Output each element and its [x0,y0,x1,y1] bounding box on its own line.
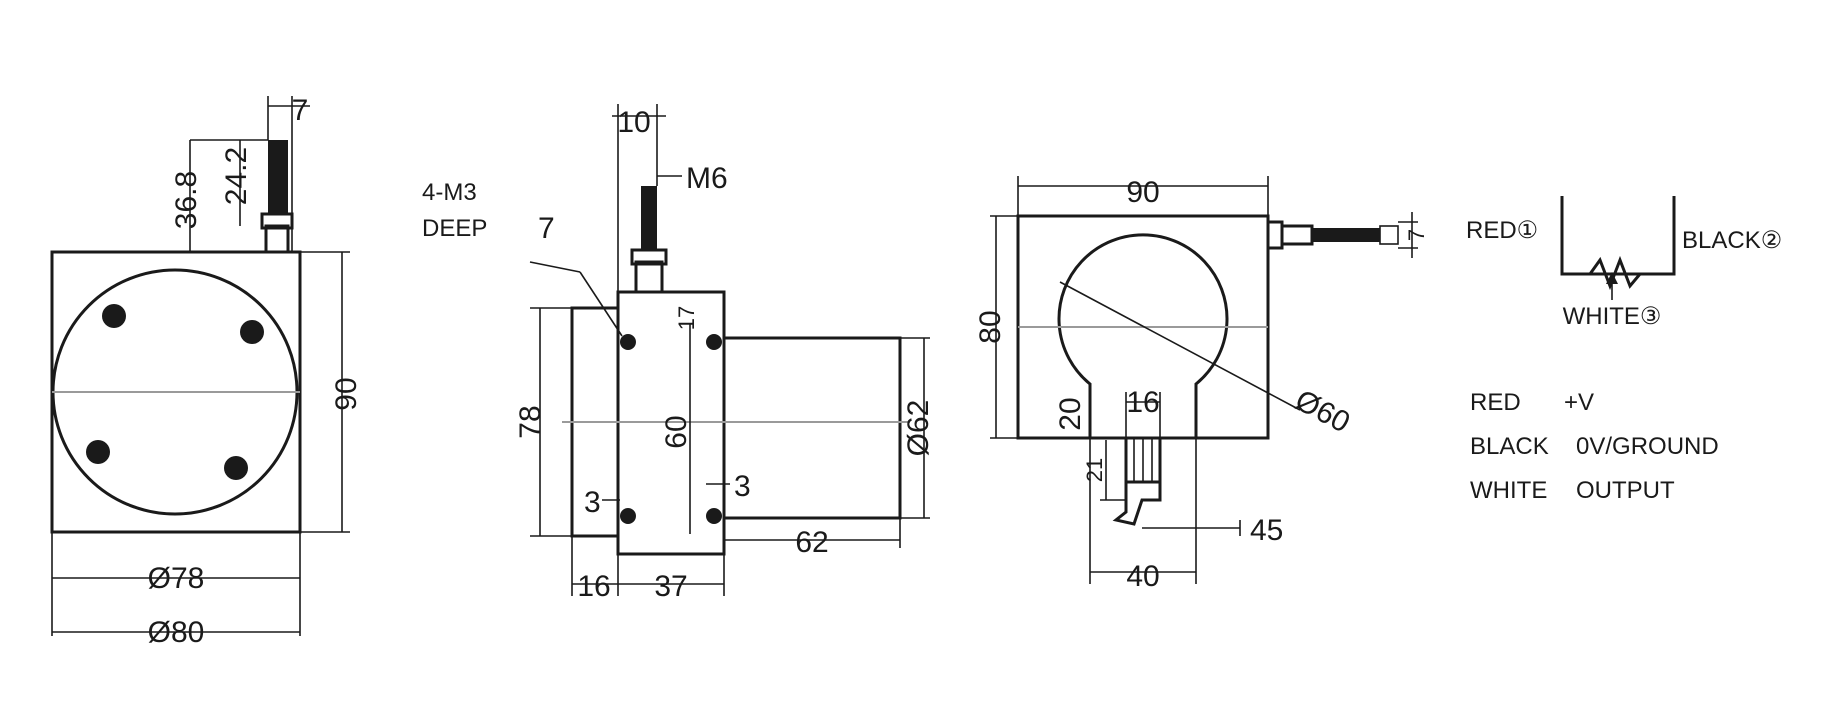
dim-rear-height: 80 [974,310,1007,343]
connector-cable [1112,482,1162,526]
side-drum [722,336,902,520]
side-rod-nut-lower [634,260,664,294]
rear-view: 90 80 7 Ø60 16 20 21 45 40 [974,176,1429,593]
m3-hole [620,508,636,524]
dim-hole-span: 60 [660,415,693,448]
rear-keyhole [1057,233,1229,440]
cable-gland [1266,220,1284,250]
wire-white-label: WHITE [1470,477,1547,504]
dim-height: 90 [330,377,363,410]
wiring-diagram: RED① BLACK② WHITE③ RED +V BLACK 0V/GROUN… [1466,196,1782,504]
m3-hole [620,334,636,350]
wire-white-signal: OUTPUT [1576,477,1675,504]
schematic-white: WHITE③ [1563,303,1662,330]
m3-hole [706,334,722,350]
dim-edge-right: 3 [734,470,751,503]
rod-nut-lower [264,224,290,254]
wire-red-signal: +V [1564,389,1594,416]
dim-drum-diameter: Ø62 [902,400,935,457]
dim-circle-diameter: Ø60 [1290,384,1356,440]
front-view: 7 36.8 24.2 90 Ø78 Ø80 [50,94,363,649]
hole-depth: 7 [538,212,555,245]
dim-inner-diameter: Ø78 [148,562,205,595]
dim-rear-width: 90 [1126,176,1159,209]
diameter-leader [1059,281,1301,411]
m3-hole [706,508,722,524]
wire-red-label: RED [1470,389,1521,416]
screw-hole [240,320,264,344]
hole-spec-line2: DEEP [422,215,487,242]
dim-drum-length: 62 [795,526,828,559]
dim-connector: 21 [1082,458,1107,482]
wire-black-signal: 0V/GROUND [1576,433,1719,460]
screw-hole [102,304,126,328]
dim-top: 7 [292,94,309,127]
dim-flange-height: 78 [514,405,547,438]
screw-hole [86,440,110,464]
hole-spec-line1: 4-M3 [422,179,477,206]
dim-rod-a: 36.8 [170,171,203,229]
cable [1312,228,1380,242]
cable-end [1379,225,1399,245]
dim-base-width: 40 [1126,560,1159,593]
resistor-element [1588,255,1642,291]
screw-hole [224,456,248,480]
dim-thread-width: 10 [617,106,650,139]
thread-spec: M6 [686,162,728,195]
side-threaded-rod [641,186,657,250]
dim-outer-diameter: Ø80 [148,616,205,649]
dim-top-offset: 17 [674,306,699,330]
threaded-rod [268,140,288,214]
wiper-arrow [1606,272,1618,284]
dim-neck-width: 16 [1126,386,1159,419]
side-view: 10 M6 4-M3 DEEP 7 78 17 60 3 3 Ø62 62 16… [422,104,935,603]
dim-flange-width: 16 [577,570,610,603]
wire-black-label: BLACK [1470,433,1549,460]
dim-neck-height: 20 [1054,397,1087,430]
dim-cable-dia: 7 [1404,229,1429,241]
dim-connector-offset: 45 [1250,514,1283,547]
dim-edge-left: 3 [584,486,601,519]
dim-body-width: 37 [654,570,687,603]
cable-nut [1280,224,1314,246]
schematic-red: RED① [1466,217,1538,244]
potentiometer-body [1560,196,1676,276]
dim-rod-b: 24.2 [220,147,253,205]
schematic-black: BLACK② [1682,227,1782,254]
